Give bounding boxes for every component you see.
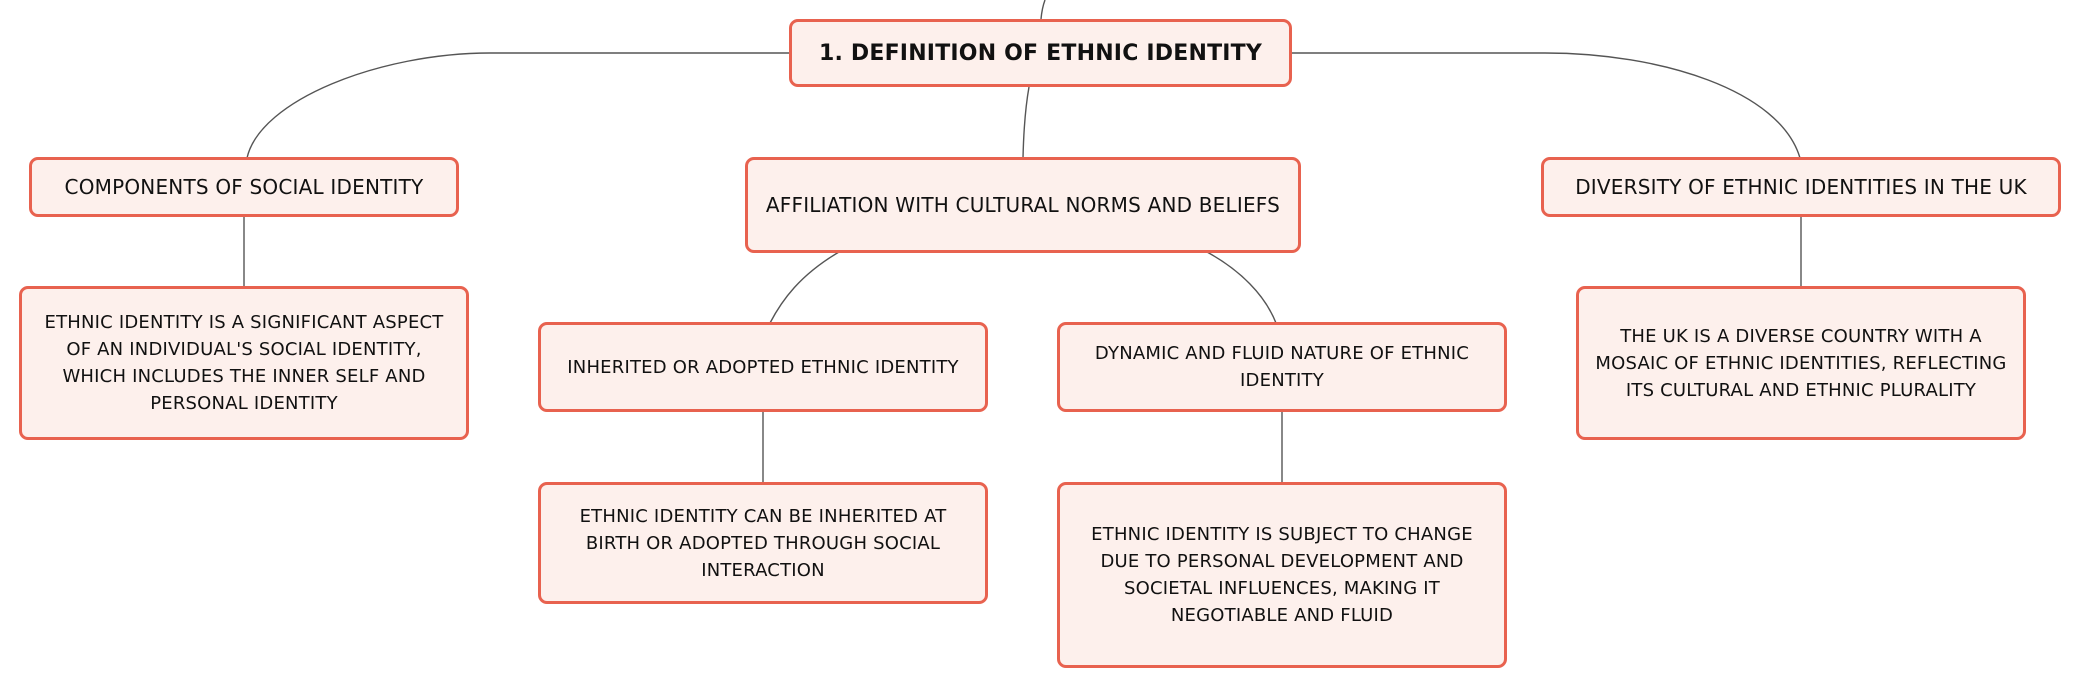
topic-affiliation-with-cultural-norms[interactable]: AFFILIATION WITH CULTURAL NORMS AND BELI… xyxy=(745,157,1301,253)
detail-text: ETHNIC IDENTITY IS A SIGNIFICANT ASPECT … xyxy=(44,312,444,414)
root-topic-title: 1. DEFINITION OF ETHNIC IDENTITY xyxy=(818,40,1263,66)
topic-dynamic-and-fluid-nature[interactable]: DYNAMIC AND FLUID NATURE OF ETHNIC IDENT… xyxy=(1057,322,1507,412)
detail-dynamic-and-fluid-nature[interactable]: ETHNIC IDENTITY IS SUBJECT TO CHANGE DUE… xyxy=(1057,482,1507,668)
topic-diversity-of-ethnic-identities[interactable]: DIVERSITY OF ETHNIC IDENTITIES IN THE UK xyxy=(1541,157,2061,217)
connector-root-to-components xyxy=(246,52,789,159)
topic-label: COMPONENTS OF SOCIAL IDENTITY xyxy=(64,174,424,199)
detail-inherited-or-adopted-identity[interactable]: ETHNIC IDENTITY CAN BE INHERITED AT BIRT… xyxy=(538,482,988,604)
topic-label: DYNAMIC AND FLUID NATURE OF ETHNIC IDENT… xyxy=(1094,343,1470,391)
root-topic[interactable]: 1. DEFINITION OF ETHNIC IDENTITY xyxy=(789,19,1292,87)
connector-root-to-affiliation xyxy=(1022,86,1030,159)
topic-components-of-social-identity[interactable]: COMPONENTS OF SOCIAL IDENTITY xyxy=(29,157,459,217)
detail-components-of-social-identity[interactable]: ETHNIC IDENTITY IS A SIGNIFICANT ASPECT … xyxy=(19,286,469,440)
connector-to-parent xyxy=(1040,0,1046,20)
detail-diversity-of-ethnic-identities[interactable]: THE UK IS A DIVERSE COUNTRY WITH A MOSAI… xyxy=(1576,286,2026,440)
topic-inherited-or-adopted-identity[interactable]: INHERITED OR ADOPTED ETHNIC IDENTITY xyxy=(538,322,988,412)
connector-affiliation-to-dynamic xyxy=(1206,251,1277,324)
detail-text: THE UK IS A DIVERSE COUNTRY WITH A MOSAI… xyxy=(1595,325,2007,401)
topic-label: INHERITED OR ADOPTED ETHNIC IDENTITY xyxy=(567,356,959,378)
detail-text: ETHNIC IDENTITY CAN BE INHERITED AT BIRT… xyxy=(579,505,947,581)
topic-label: DIVERSITY OF ETHNIC IDENTITIES IN THE UK xyxy=(1575,174,2027,199)
connector-affiliation-to-inherited xyxy=(769,251,840,324)
topic-label: AFFILIATION WITH CULTURAL NORMS AND BELI… xyxy=(765,192,1281,217)
connector-root-to-diversity xyxy=(1292,52,1801,159)
detail-text: ETHNIC IDENTITY IS SUBJECT TO CHANGE DUE… xyxy=(1091,524,1473,626)
